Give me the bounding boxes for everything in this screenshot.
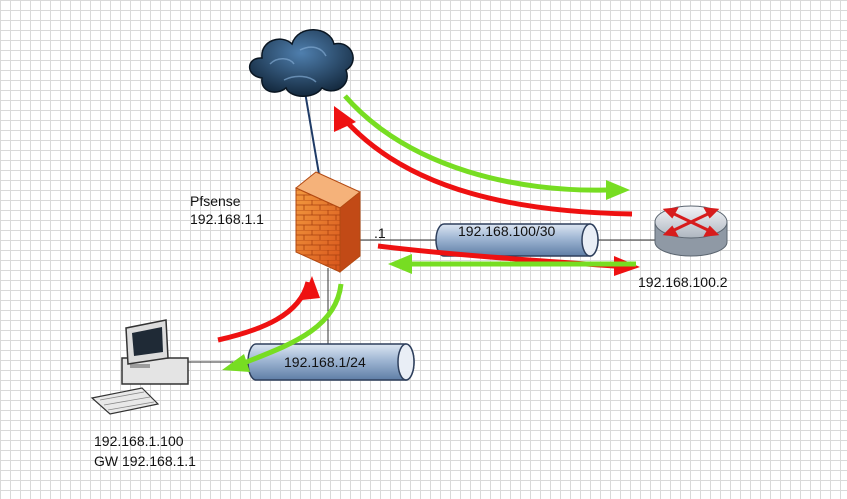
firewall-icon — [295, 171, 361, 274]
internet-cloud-icon — [248, 29, 354, 97]
outbound-arrow-pc-to-firewall — [217, 281, 311, 343]
wan-network-pipe — [435, 223, 599, 257]
return-arrow-firewall-to-pc — [243, 283, 344, 366]
firewall-port-label: .1 — [374, 225, 386, 241]
outbound-arrow-router-to-cloud — [343, 118, 633, 217]
workstation-gateway-label: GW 192.168.1.1 — [94, 453, 196, 469]
arrowhead — [334, 106, 356, 132]
firewall-name-label: Pfsense — [190, 193, 241, 209]
router-ip-label: 192.168.100.2 — [638, 274, 728, 290]
arrowhead — [606, 180, 630, 200]
arrowhead — [388, 254, 412, 274]
lan-network-pipe — [247, 343, 415, 381]
connections — [178, 91, 655, 363]
arrowhead — [302, 276, 320, 300]
workstation-icon — [90, 319, 189, 415]
traffic-arrows — [217, 94, 640, 372]
return-arrow-cloud-to-router — [343, 94, 607, 193]
lan-network-label: 192.168.1/24 — [284, 354, 366, 370]
uplink-line — [304, 91, 321, 181]
router-icon — [654, 205, 728, 257]
workstation-ip-label: 192.168.1.100 — [94, 433, 184, 449]
wan-network-label: 192.168.100/30 — [458, 223, 556, 239]
firewall-ip-label: 192.168.1.1 — [190, 211, 264, 227]
arrowhead — [222, 354, 250, 372]
